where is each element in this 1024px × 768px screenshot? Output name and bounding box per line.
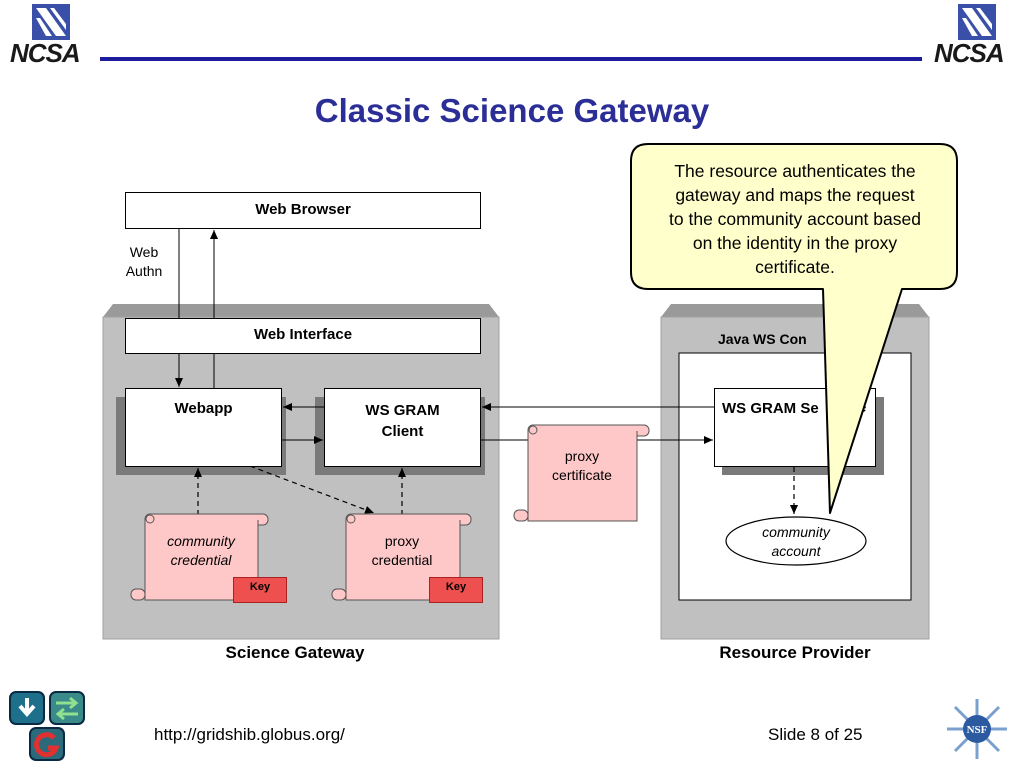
slide-title: Classic Science Gateway — [314, 92, 710, 129]
proxy-certificate-label-1: proxy — [564, 448, 600, 464]
web-interface-box: Web Interface — [125, 318, 481, 354]
header-rule — [100, 57, 922, 61]
callout-line-3: to the community account based — [669, 209, 921, 229]
java-ws-container-label: Java WS Con — [718, 331, 807, 347]
web-browser-box: Web Browser — [125, 192, 481, 229]
ncsa-emblem-icon — [32, 4, 70, 40]
web-authn-label: Web Authn — [116, 243, 172, 281]
ws-gram-client-box: WS GRAM Client — [324, 388, 481, 467]
community-credential-label: community credential — [146, 532, 256, 570]
ws-gram-client-label-2: Client — [381, 423, 424, 440]
community-account-ellipse — [725, 516, 867, 566]
callout-line-4: on the identity in the proxy — [692, 233, 898, 253]
key-badge-community: Key — [233, 577, 287, 603]
callout-text: The resource authenticates the gateway a… — [646, 159, 944, 279]
community-account-label-1: community — [762, 524, 830, 540]
community-credential-label-1: community — [167, 533, 235, 549]
proxy-certificate-label-2: certificate — [552, 467, 612, 483]
key-badge-proxy: Key — [429, 577, 483, 603]
ncsa-logo-left: NCSA — [8, 4, 94, 68]
proxy-credential-label: proxy credential — [347, 532, 457, 570]
proxy-certificate-label: proxy certificate — [530, 447, 634, 485]
proxy-credential-label-1: proxy — [384, 533, 420, 549]
svg-text:NSF: NSF — [967, 724, 988, 736]
webapp-box: Webapp — [125, 388, 282, 467]
community-account-label: community account — [736, 523, 856, 561]
ncsa-logo-text-right: NCSA — [934, 38, 1005, 68]
web-authn-label-2: Authn — [125, 263, 163, 279]
community-credential-scroll — [130, 513, 269, 601]
nsf-logo-icon: NSF — [947, 699, 1007, 759]
footer-url[interactable]: http://gridshib.globus.org/ — [154, 725, 345, 744]
webapp-to-proxy-credential-arrow — [249, 465, 375, 514]
web-browser-label: Web Browser — [255, 201, 351, 218]
community-account-label-2: account — [771, 543, 821, 559]
callout-line-1: The resource authenticates the — [674, 161, 916, 181]
ws-gram-service-label: WS GRAM Se — [722, 400, 819, 417]
community-credential-label-2: credential — [170, 552, 232, 568]
gridshib-logo-icon — [9, 691, 85, 761]
callout-line-2: gateway and maps the request — [675, 185, 915, 205]
callout-line-5: certificate. — [755, 257, 835, 277]
web-authn-label-1: Web — [129, 244, 159, 260]
ncsa-logo-right: NCSA — [928, 4, 1018, 68]
resource-provider-label: Resource Provider — [719, 643, 871, 662]
proxy-certificate-scroll — [513, 424, 650, 522]
webapp-label: Webapp — [174, 400, 233, 417]
ncsa-emblem-icon — [958, 4, 996, 40]
proxy-credential-label-2: credential — [371, 552, 433, 568]
ws-gram-client-label-1: WS GRAM — [365, 402, 440, 419]
ncsa-logo-text-left: NCSA — [10, 38, 81, 68]
slide-number: Slide 8 of 25 — [768, 725, 863, 744]
web-interface-label: Web Interface — [253, 326, 353, 343]
science-gateway-label: Science Gateway — [225, 643, 365, 662]
